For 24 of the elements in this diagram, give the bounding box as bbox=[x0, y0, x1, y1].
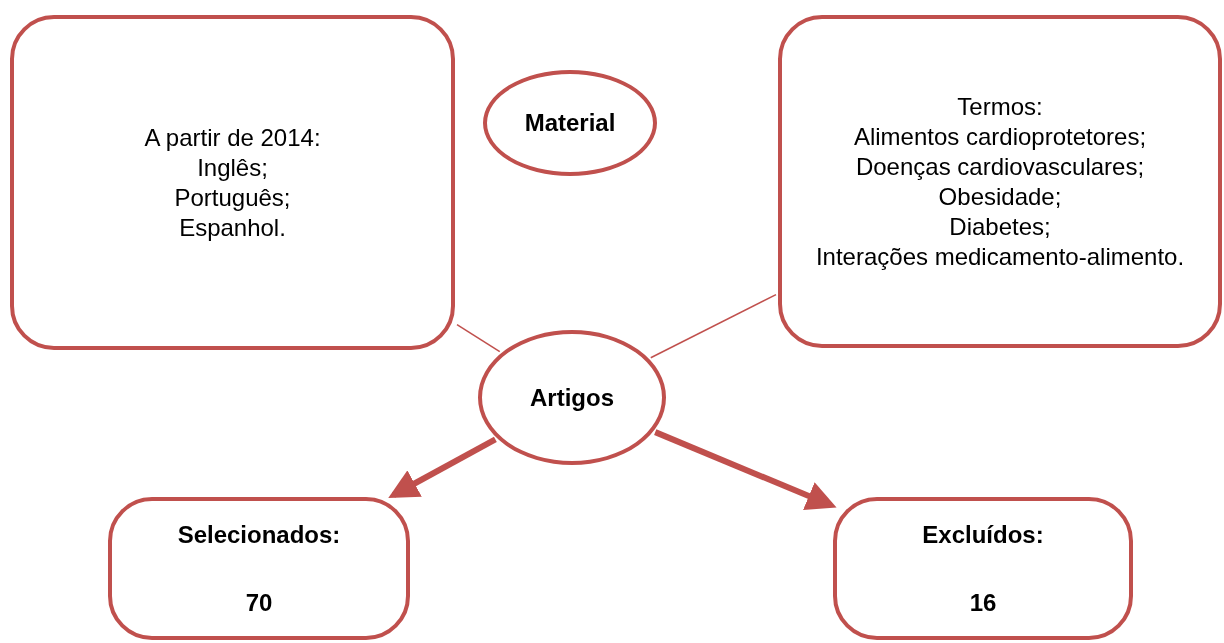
box-text: Obesidade; bbox=[938, 181, 1062, 212]
box-text: Doenças cardiovasculares; bbox=[855, 151, 1145, 182]
box-text: Inglês; bbox=[197, 152, 268, 183]
rounded-box bbox=[833, 497, 1133, 640]
rounded-box bbox=[10, 15, 455, 350]
box-text: Diabetes; bbox=[949, 211, 1051, 242]
box-text: Material bbox=[524, 108, 616, 138]
box-text: Excluídos: bbox=[922, 519, 1044, 550]
box-text: Selecionados: bbox=[177, 519, 341, 550]
box-text: Alimentos cardioprotetores; bbox=[853, 121, 1147, 152]
arrow bbox=[388, 436, 497, 498]
rounded-box bbox=[778, 15, 1222, 348]
box-text: Termos: bbox=[957, 91, 1043, 122]
box-text: Artigos bbox=[530, 382, 614, 413]
arrow bbox=[654, 429, 837, 510]
box-text: 16 bbox=[969, 587, 997, 618]
box-text: Espanhol. bbox=[179, 212, 286, 243]
connector-line bbox=[650, 293, 777, 359]
box-text: Interações medicamento-alimento. bbox=[815, 241, 1185, 272]
box-text: Português; bbox=[174, 182, 291, 213]
rounded-box bbox=[108, 497, 410, 640]
connector-line bbox=[456, 323, 501, 353]
box-text: A partir de 2014: bbox=[144, 122, 321, 153]
box-text: 70 bbox=[245, 587, 273, 618]
